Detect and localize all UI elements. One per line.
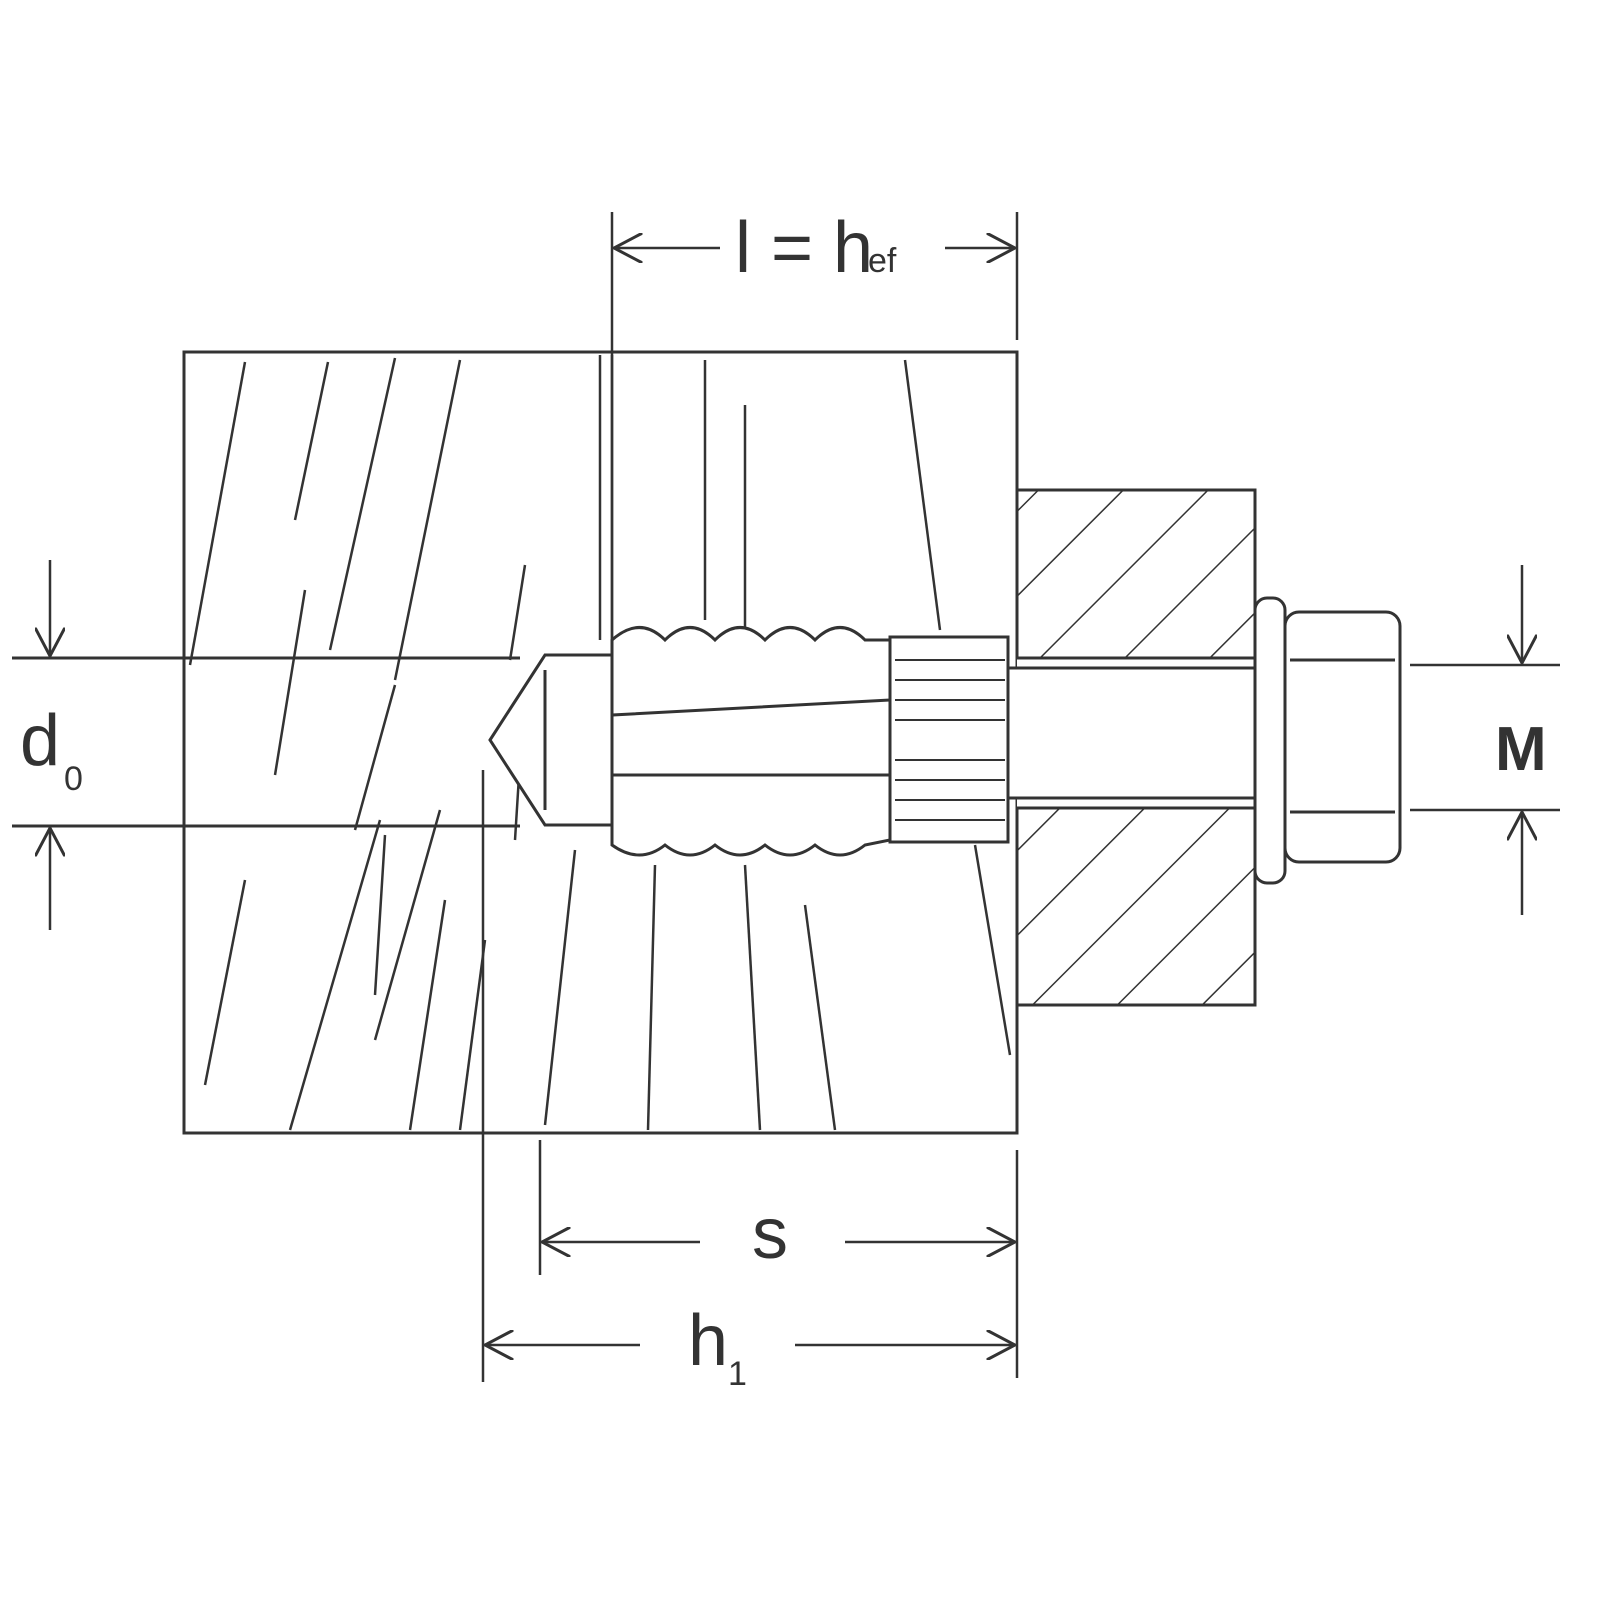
threaded-rod (1006, 666, 1290, 800)
hole-depth-label: h (688, 1301, 728, 1381)
hex-nut (1283, 610, 1402, 864)
thread-size-label: M (1495, 715, 1547, 784)
hole-diameter-label-sub: 0 (64, 760, 83, 798)
spacing-label: s (752, 1194, 788, 1274)
embedment-label-sub: ef (868, 242, 897, 280)
washer (1253, 596, 1287, 885)
hole-diameter-label: d (20, 701, 60, 781)
hole-depth-label-sub: 1 (728, 1355, 747, 1393)
anchor-body (488, 626, 1010, 857)
embedment-label: l = h (735, 208, 873, 288)
